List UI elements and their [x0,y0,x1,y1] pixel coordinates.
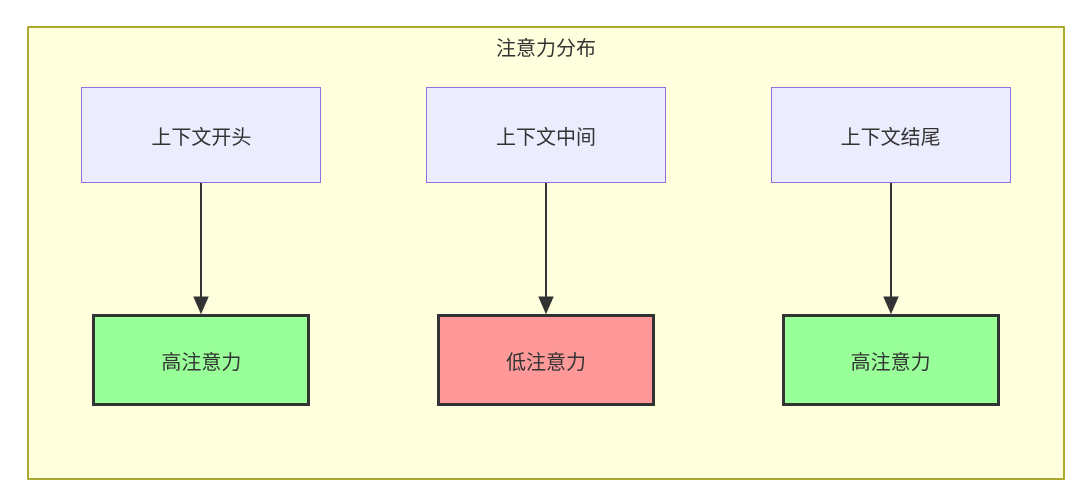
node-attention-middle-label: 低注意力 [506,351,586,374]
arrow-down-icon [193,183,210,314]
diagram-title: 注意力分布 [496,38,596,60]
node-attention-start: 高注意力 [92,314,311,406]
node-context-end: 上下文结尾 [770,87,1011,183]
flow-row: 上下文开头 高注意力 上下文中间 低注意力 上下文结 [29,87,1063,406]
subgraph-attention-distribution: 注意力分布 上下文开头 高注意力 上下文中间 低注意力 [27,26,1065,480]
node-attention-end-label: 高注意力 [850,351,931,374]
node-context-start-label: 上下文开头 [151,126,252,149]
arrow-down-icon [882,183,899,314]
node-attention-start-label: 高注意力 [161,351,242,374]
node-context-end-label: 上下文结尾 [840,126,941,149]
node-context-middle: 上下文中间 [426,87,666,183]
flow-column-context-end: 上下文结尾 高注意力 [718,87,1063,406]
node-attention-middle: 低注意力 [437,314,655,406]
node-context-middle-label: 上下文中间 [496,126,596,149]
node-context-start: 上下文开头 [81,87,322,183]
flow-column-context-middle: 上下文中间 低注意力 [374,87,719,406]
arrow-down-icon [538,183,554,314]
flow-column-context-start: 上下文开头 高注意力 [29,87,374,406]
node-attention-end: 高注意力 [781,314,1000,406]
